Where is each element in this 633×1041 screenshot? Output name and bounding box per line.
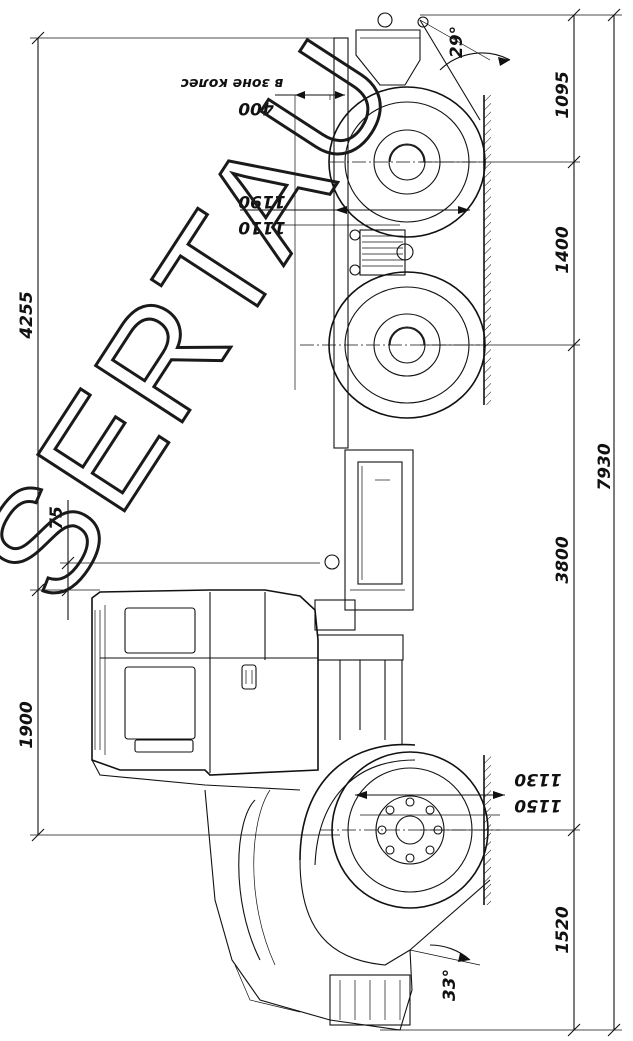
departure-angle [419,19,511,121]
dim-400: 400 [238,98,275,118]
rear-suspension [349,229,414,276]
angle-33: 33° [440,969,460,1001]
dim-1400: 1400 [553,226,573,273]
rear-frame [333,12,429,449]
dim-3800: 3800 [553,536,573,583]
dim-75: 75 [47,506,67,530]
dim-1095: 1095 [553,71,573,118]
front-bumper [204,789,413,1031]
dim-1900: 1900 [17,701,37,748]
dimension-labels: 1095 1400 7930 3800 1520 4255 1900 75 29… [17,26,615,1001]
approach-angle [409,879,491,966]
front-fender [238,743,416,966]
fuel-tank [324,449,414,611]
dim-7930: 7930 [595,443,615,490]
dim-1110: 1110 [238,217,285,237]
rear-wheel-1 [328,86,486,238]
angle-29: 29° [447,26,467,58]
dim-4255: 4255 [17,291,37,339]
air-intake [314,599,404,745]
cab [91,589,319,791]
dimension-chain-right [380,8,622,1037]
dim-1130: 1130 [514,769,561,789]
rear-wheel-2 [300,271,486,419]
dimension-chain-left [30,31,340,842]
dim-1150: 1150 [514,795,561,815]
front-wheel [320,751,500,909]
dim-1520: 1520 [553,906,573,953]
dim-1190: 1190 [238,191,285,211]
watermark: SERTAU [0,7,430,627]
rear-track-dims [240,91,470,390]
front-track-dims [355,791,505,816]
ground-line-rear [483,95,491,405]
note-wheel-zone: в зоне колес [180,75,283,91]
